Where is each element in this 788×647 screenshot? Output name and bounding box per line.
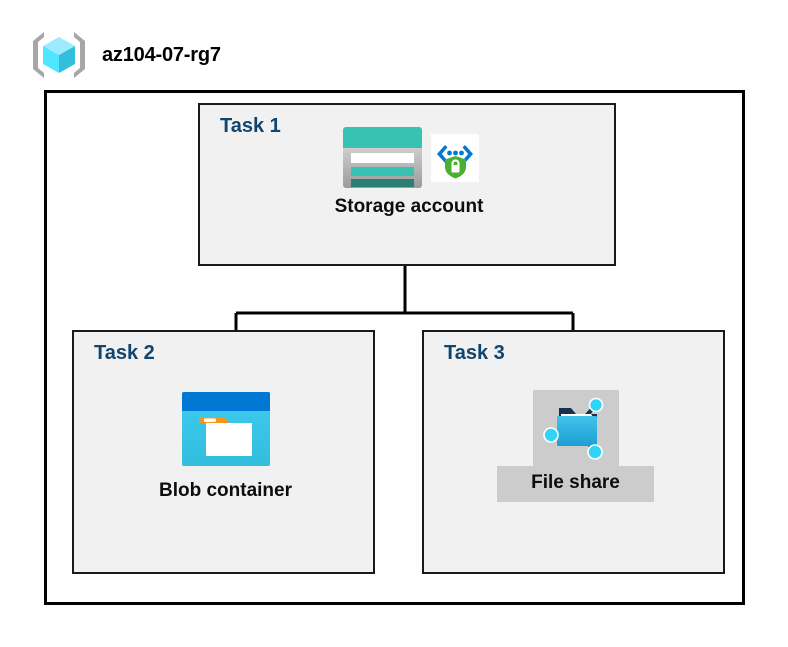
file-share-icon	[539, 394, 613, 462]
resource-group-header: az104-07-rg7	[30, 28, 221, 82]
file-share-caption: File share	[531, 472, 620, 493]
task-1-label: Task 1	[220, 115, 281, 137]
storage-encryption-shield-icon	[430, 125, 479, 182]
task-box-2[interactable]: Task 2	[72, 330, 375, 574]
task-2-label: Task 2	[94, 342, 155, 364]
storage-account-icon	[340, 125, 425, 190]
blob-container-icon	[180, 390, 272, 480]
task-box-3[interactable]: Task 3	[422, 330, 725, 574]
resource-group-boundary	[44, 90, 745, 605]
file-share-caption-highlight: File share	[497, 466, 654, 502]
node-storage-account[interactable]: Storage account	[200, 125, 618, 218]
resource-group-name: az104-07-rg7	[102, 43, 221, 66]
task-box-1[interactable]: Task 1	[198, 103, 616, 266]
file-share-icon-highlight	[532, 390, 619, 466]
storage-account-caption: Storage account	[334, 196, 484, 217]
blob-container-caption: Blob container	[158, 480, 292, 501]
task-3-label: Task 3	[444, 342, 505, 364]
storage-icon-row	[340, 125, 479, 190]
node-blob-container[interactable]: Blob container	[74, 390, 377, 502]
resource-group-cube-icon	[30, 28, 88, 82]
node-file-share[interactable]: File share	[424, 390, 727, 502]
